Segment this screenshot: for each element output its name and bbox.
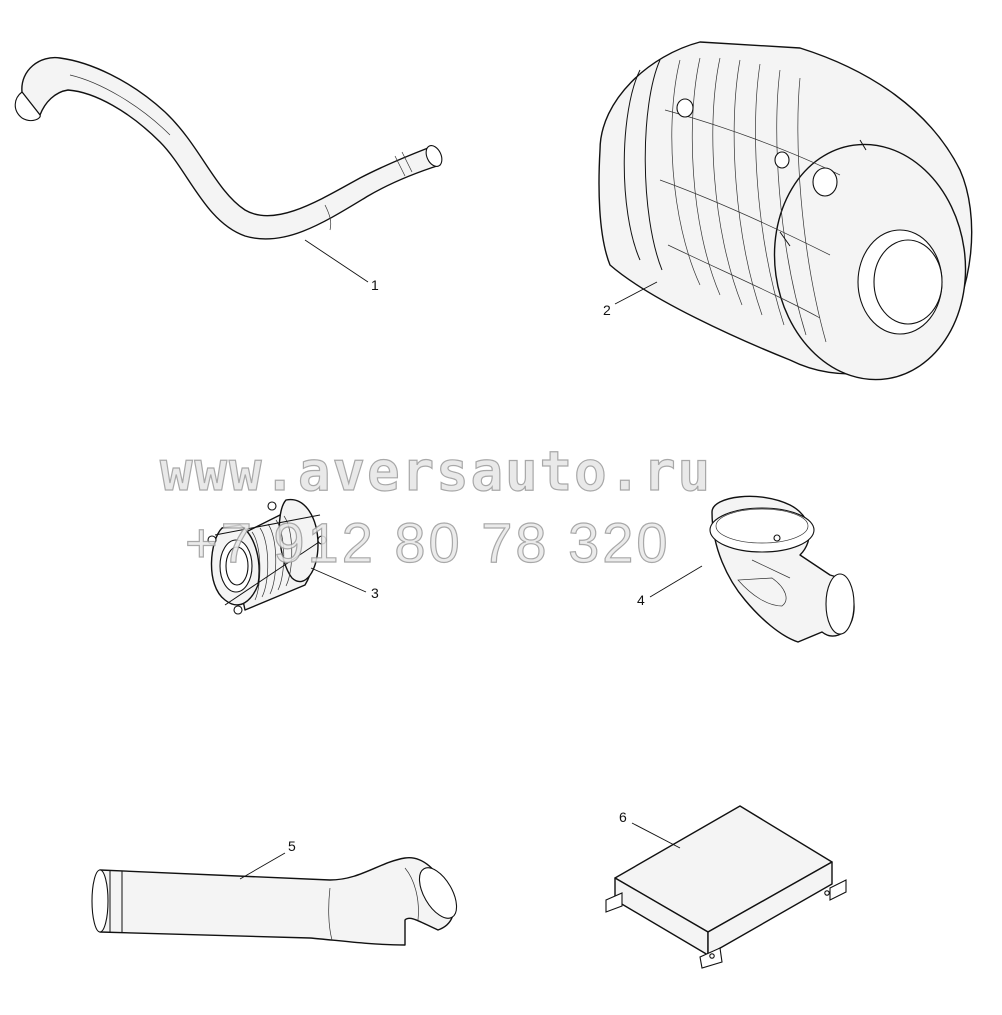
watermark: www.aversauto.ru +7 912 80 78 320	[159, 439, 712, 574]
part-2-air-filter-housing	[598, 41, 973, 381]
callout-4: 4	[637, 592, 645, 608]
leader-3	[310, 567, 367, 593]
part-1-bent-pipe	[14, 56, 443, 240]
callouts: 1 2 3 4 5 6	[239, 239, 703, 880]
leader-5	[239, 852, 286, 880]
part-6-control-box	[605, 805, 847, 969]
callout-1: 1	[371, 277, 379, 293]
part-3-flexible-bellows	[207, 498, 327, 615]
callout-3: 3	[371, 585, 379, 601]
callout-5: 5	[288, 838, 296, 854]
leader-2	[614, 281, 658, 305]
watermark-site: www.aversauto.ru	[160, 440, 712, 503]
bellows-folds	[251, 515, 293, 601]
part-5-intake-tube	[91, 857, 458, 946]
watermark-phone: +7 912 80 78 320	[185, 511, 671, 574]
leader-4	[649, 565, 703, 598]
housing-ribs	[659, 57, 841, 343]
leader-6	[631, 822, 681, 849]
callout-6: 6	[619, 809, 627, 825]
part-4-elbow-adapter	[709, 495, 855, 643]
leader-1	[304, 239, 369, 283]
callout-2: 2	[603, 302, 611, 318]
